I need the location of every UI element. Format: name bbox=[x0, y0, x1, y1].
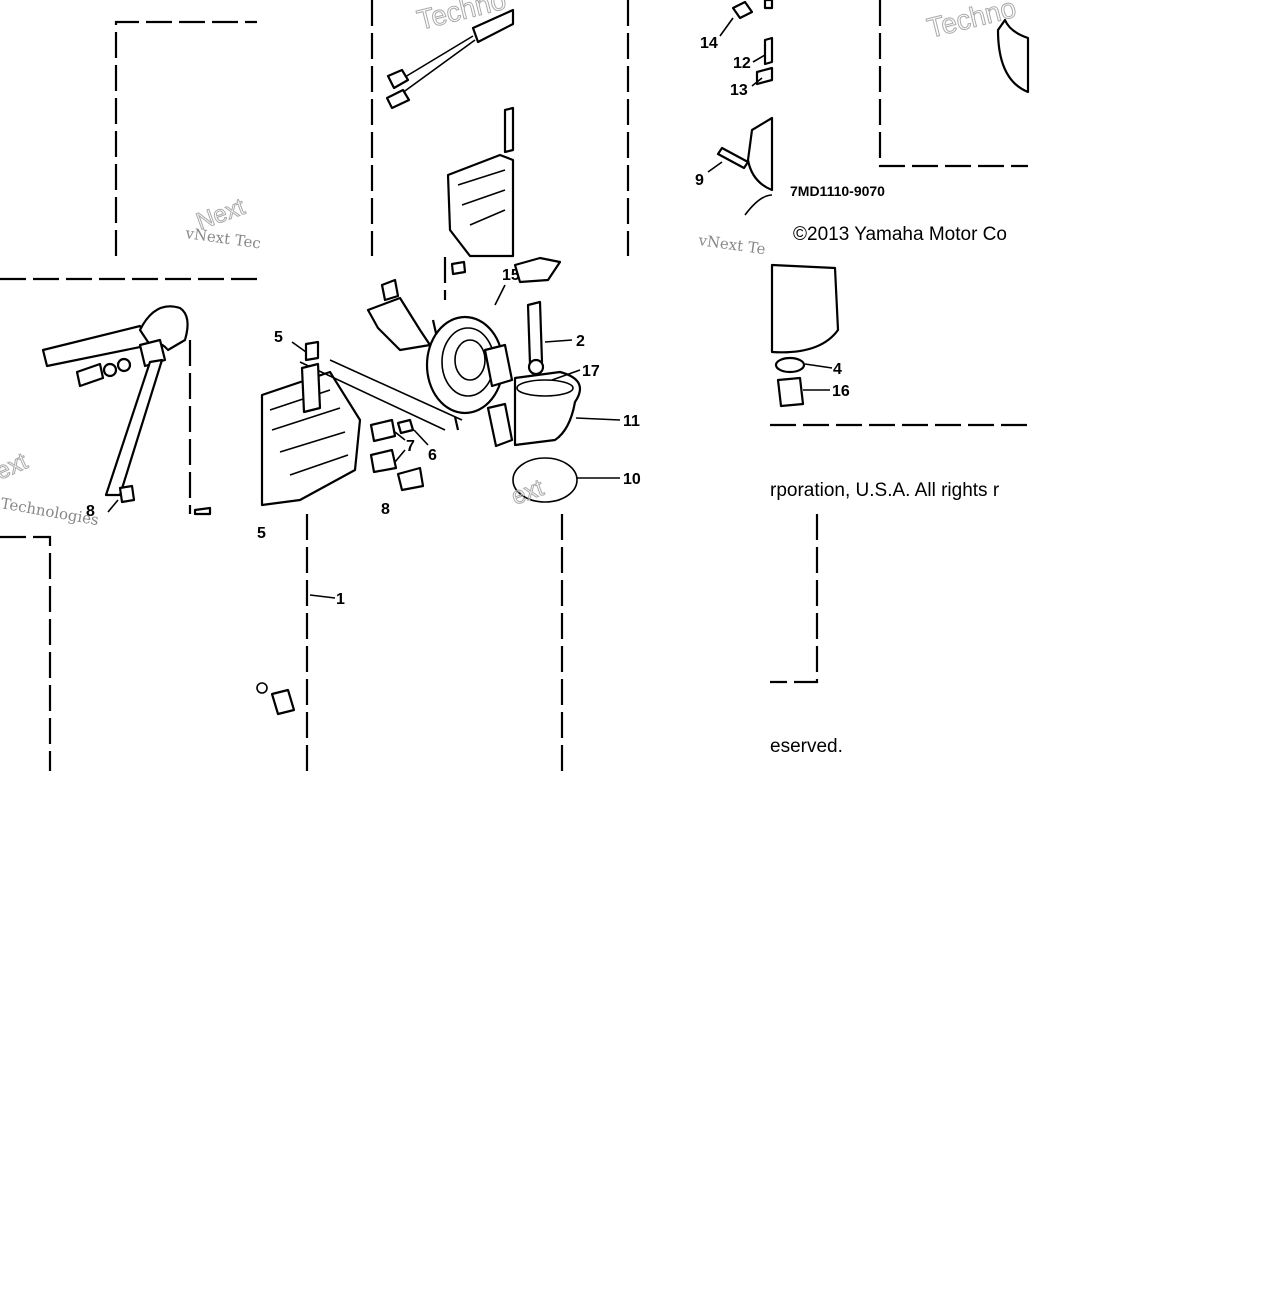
callout-1: 1 bbox=[336, 591, 345, 608]
copyright-text-1: ©2013 Yamaha Motor Co bbox=[793, 224, 1007, 245]
callout-17: 17 bbox=[582, 363, 600, 380]
callout-13: 13 bbox=[730, 82, 748, 99]
leader-11 bbox=[575, 417, 621, 421]
callout-9: 9 bbox=[695, 172, 704, 189]
leader-15 bbox=[494, 284, 506, 306]
leader-1 bbox=[309, 594, 336, 599]
leader-5 bbox=[291, 341, 307, 353]
part-code-label: 7MD1110-9070 bbox=[790, 183, 885, 199]
float-bowl-group bbox=[770, 263, 1028, 427]
callout-7: 7 bbox=[406, 438, 415, 455]
carburetor-body bbox=[260, 257, 514, 507]
callout-5b: 5 bbox=[257, 525, 266, 542]
wire-leads-drawing bbox=[370, 0, 515, 258]
leader-9 bbox=[707, 161, 723, 173]
watermark-vnext: vNext Tec bbox=[183, 224, 262, 253]
watermark-vnext-2: vNext Te bbox=[696, 231, 766, 258]
callout-3: 4 bbox=[833, 361, 842, 378]
dashed-frame-top-right bbox=[878, 0, 1030, 168]
leader-17 bbox=[551, 369, 581, 381]
leader-12 bbox=[752, 54, 766, 63]
leader-3 bbox=[804, 363, 833, 369]
callout-6: 6 bbox=[428, 447, 437, 464]
copyright-text-3: eserved. bbox=[770, 736, 843, 757]
callout-15: 15 bbox=[502, 267, 520, 284]
leader-2 bbox=[544, 339, 573, 343]
throttle-handle-bar bbox=[0, 277, 257, 516]
small-parts-group bbox=[716, 0, 774, 216]
leader-14 bbox=[719, 17, 734, 37]
dashed-frame-bottom bbox=[0, 514, 819, 771]
callout-8: 8 bbox=[381, 501, 390, 518]
leader-13 bbox=[751, 77, 763, 87]
callout-5: 5 bbox=[274, 329, 283, 346]
jet-and-rings bbox=[512, 256, 582, 503]
callout-10: 10 bbox=[623, 471, 641, 488]
leader-6 bbox=[413, 429, 429, 446]
copyright-text-2: rporation, U.S.A. All rights r bbox=[770, 480, 1000, 501]
callout-14: 14 bbox=[700, 35, 718, 52]
callout-4: 16 bbox=[832, 383, 850, 400]
callout-2: 2 bbox=[576, 333, 585, 350]
watermark-next: ext bbox=[0, 448, 32, 486]
bottom-screw bbox=[256, 682, 296, 716]
dashed-frame-top-left bbox=[114, 20, 257, 256]
callout-12: 12 bbox=[733, 55, 751, 72]
leader-16 bbox=[107, 499, 119, 513]
callout-16: 8 bbox=[86, 503, 95, 520]
leader-7 bbox=[394, 431, 406, 463]
callout-11: 11 bbox=[623, 413, 640, 430]
